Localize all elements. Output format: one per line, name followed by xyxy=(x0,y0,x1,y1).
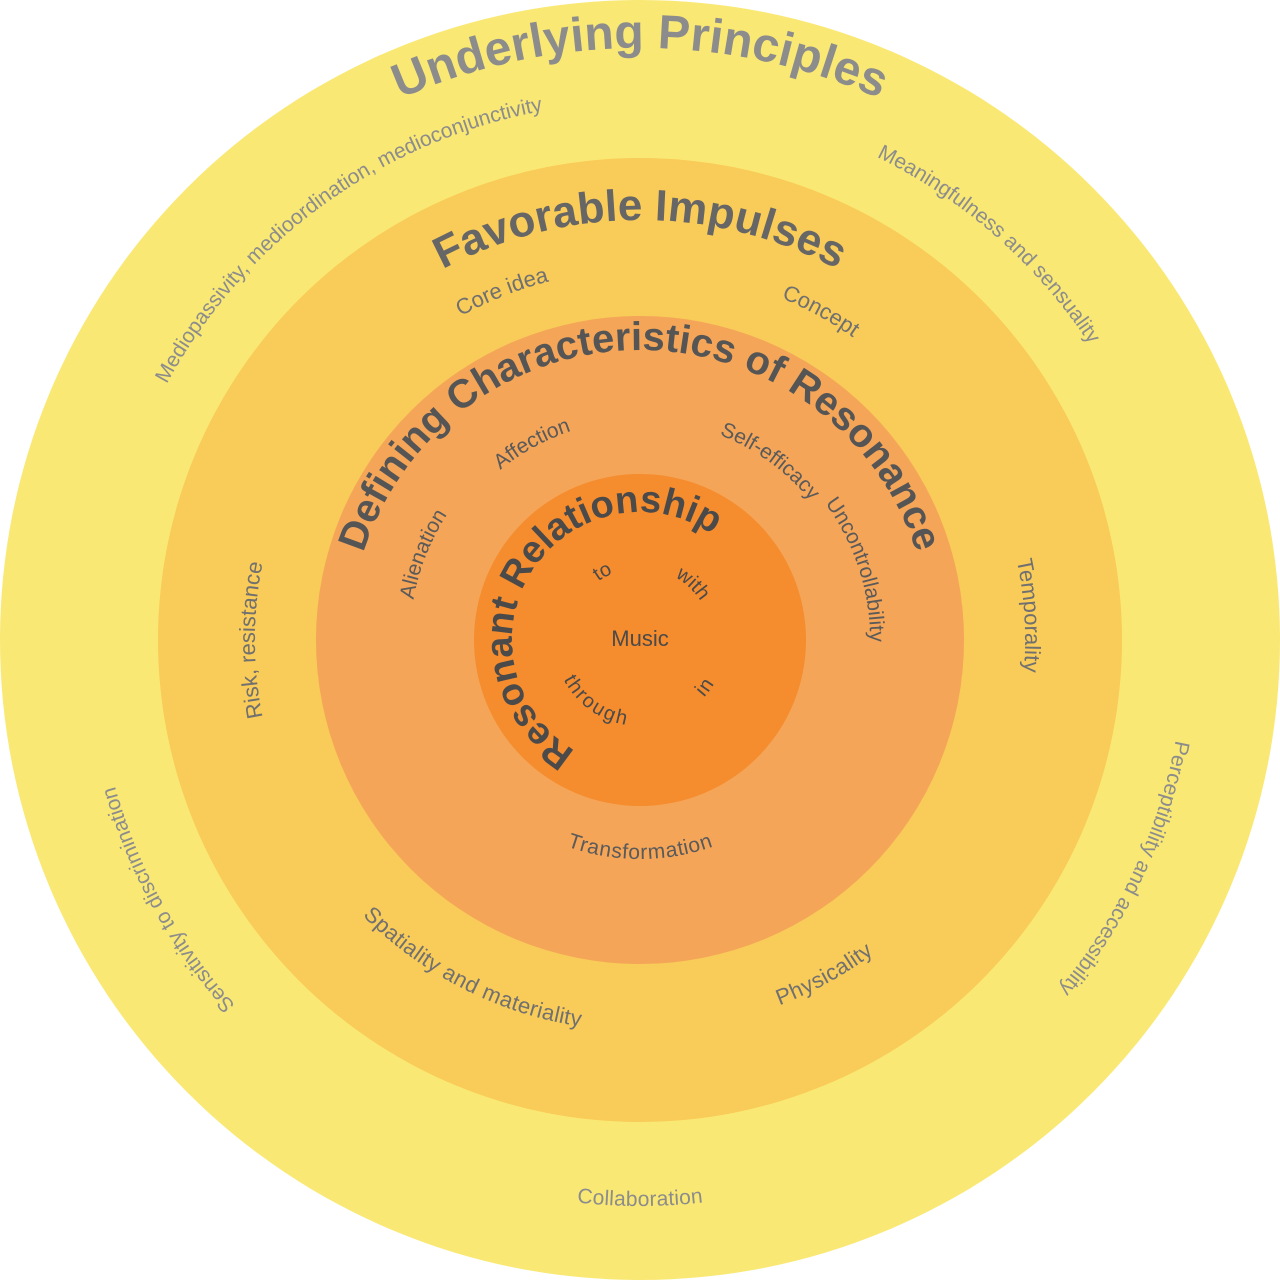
up-item-collaboration: Collaboration xyxy=(576,1185,703,1211)
resonant-relationships-core xyxy=(474,474,806,806)
core-center-label: Music xyxy=(611,626,668,651)
